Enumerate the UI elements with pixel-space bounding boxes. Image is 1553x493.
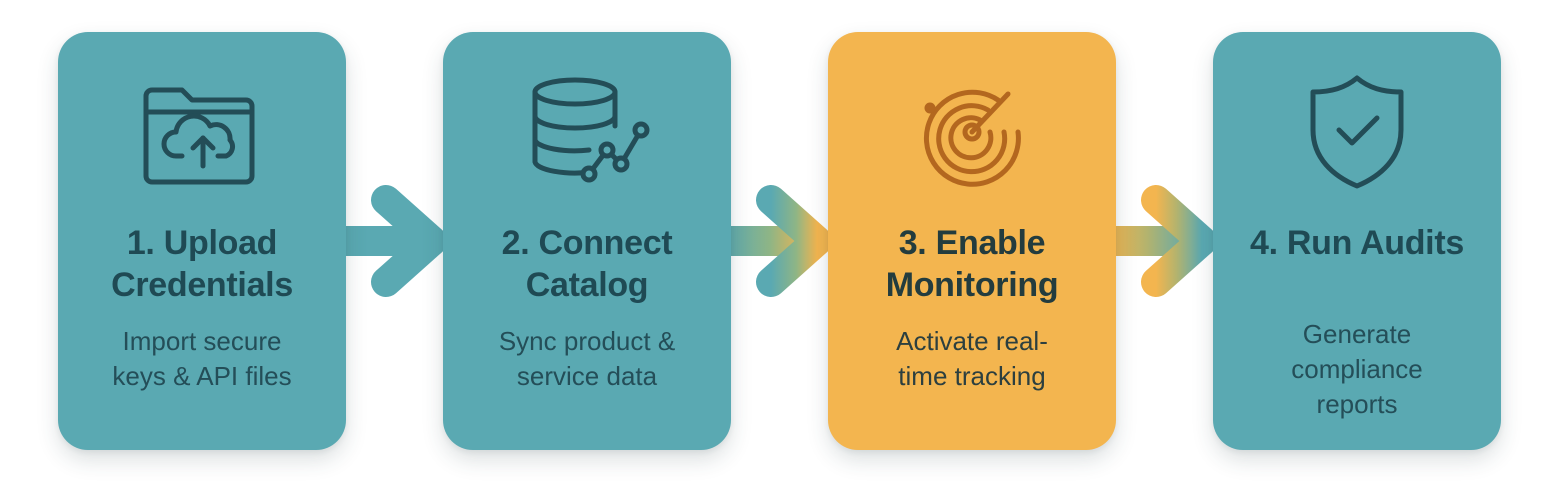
step-description-line2: keys & API files	[112, 361, 292, 391]
step-description-line2: compliance	[1291, 354, 1423, 384]
step-card-run-audits: 4. Run Audits Generate compliance report…	[1213, 32, 1501, 450]
step-description-line1: Generate	[1302, 319, 1412, 349]
database-graph-icon	[532, 77, 650, 183]
step-description-line1: Import secure	[122, 326, 282, 356]
step-title-line1: 1. Upload	[126, 224, 278, 262]
step-description-line2: time tracking	[898, 361, 1046, 391]
step-description-line3: reports	[1316, 389, 1398, 419]
radar-icon	[923, 89, 1021, 187]
step-title-line2: Monitoring	[885, 266, 1059, 304]
step-title-line1: 2. Connect	[501, 224, 673, 262]
step-title-line2: Catalog	[525, 266, 649, 304]
shield-check-icon	[1310, 75, 1404, 189]
step-description-line1: Sync product &	[498, 326, 676, 356]
arrow-1-to-2	[340, 185, 447, 297]
arrow-2-to-3	[725, 185, 832, 297]
step-title-line1: 3. Enable	[898, 224, 1046, 262]
arrow-3-to-4	[1110, 185, 1217, 297]
step-card-connect-catalog: 2. Connect Catalog Sync product & servic…	[443, 32, 731, 450]
folder-cloud-upload-icon	[143, 87, 255, 185]
step-title-line1: 4. Run Audits	[1250, 224, 1464, 262]
step-card-enable-monitoring: 3. Enable Monitoring Activate real- time…	[828, 32, 1116, 450]
step-description-line2: service data	[516, 361, 658, 391]
step-card-upload-credentials: 1. Upload Credentials Import secure keys…	[58, 32, 346, 450]
step-description-line1: Activate real-	[896, 326, 1048, 356]
step-title-line2: Credentials	[111, 266, 293, 304]
